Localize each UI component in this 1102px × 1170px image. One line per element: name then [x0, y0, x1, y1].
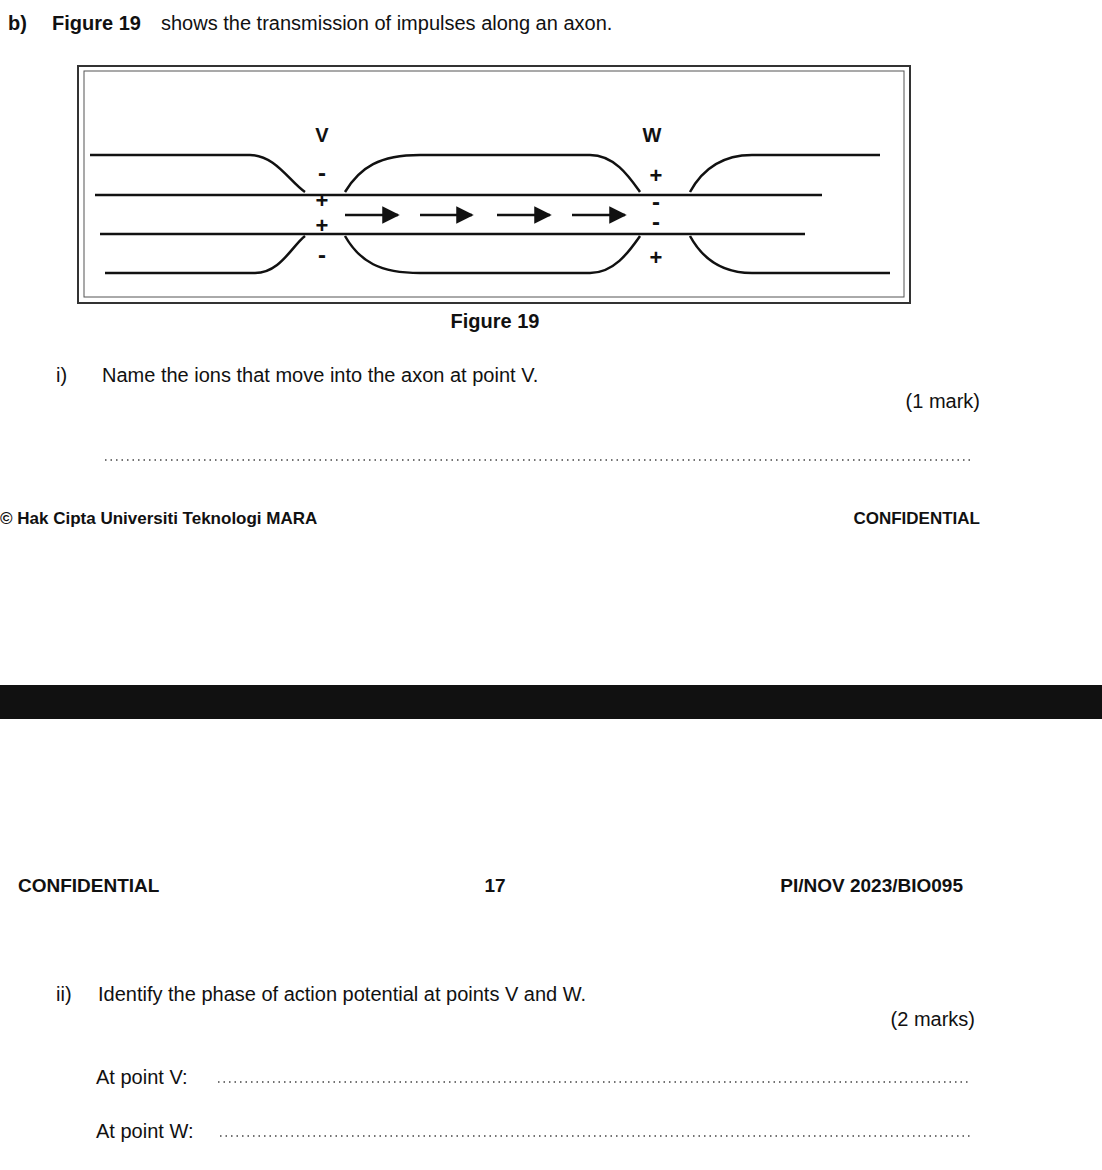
- axon-membrane: [90, 155, 890, 273]
- point-label: W: [643, 124, 662, 146]
- figure-caption: Figure 19: [451, 310, 540, 332]
- question-text: Name the ions that move into the axon at…: [102, 364, 538, 386]
- answer-line: [105, 460, 972, 1136]
- paper-code: PI/NOV 2023/BIO095: [780, 876, 963, 897]
- charge-sign: +: [650, 164, 663, 188]
- point-label: V: [315, 124, 328, 146]
- charge-sign: +: [650, 246, 663, 270]
- question-number: i): [56, 364, 67, 386]
- figure-frame: [84, 71, 904, 297]
- question-number: b): [8, 12, 27, 34]
- impulse-arrow: [345, 214, 625, 217]
- charge-sign: -: [318, 160, 326, 186]
- answer-prompt: At point V:: [96, 1066, 188, 1088]
- charge-sign: -: [652, 209, 660, 235]
- question-text: Identify the phase of action potential a…: [98, 983, 586, 1005]
- confidential-mark: CONFIDENTIAL: [853, 510, 980, 529]
- confidential-mark: CONFIDENTIAL: [18, 876, 159, 897]
- figure-frame: [78, 66, 910, 303]
- copyright-note: © Hak Cipta Universiti Teknologi MARA: [0, 510, 317, 529]
- answer-prompt: At point W:: [96, 1120, 193, 1142]
- page-break-band: [0, 685, 1102, 719]
- charge-sign: +: [316, 189, 329, 213]
- question-number: ii): [56, 983, 72, 1005]
- question-text: shows the transmission of impulses along…: [161, 12, 612, 34]
- mark-allocation: (2 marks): [891, 1008, 975, 1030]
- mark-allocation: (1 mark): [906, 390, 980, 412]
- charge-sign: -: [318, 242, 326, 268]
- charge-sign: +: [316, 214, 329, 238]
- page-number: 17: [484, 876, 505, 897]
- figure-reference: Figure 19: [52, 12, 141, 34]
